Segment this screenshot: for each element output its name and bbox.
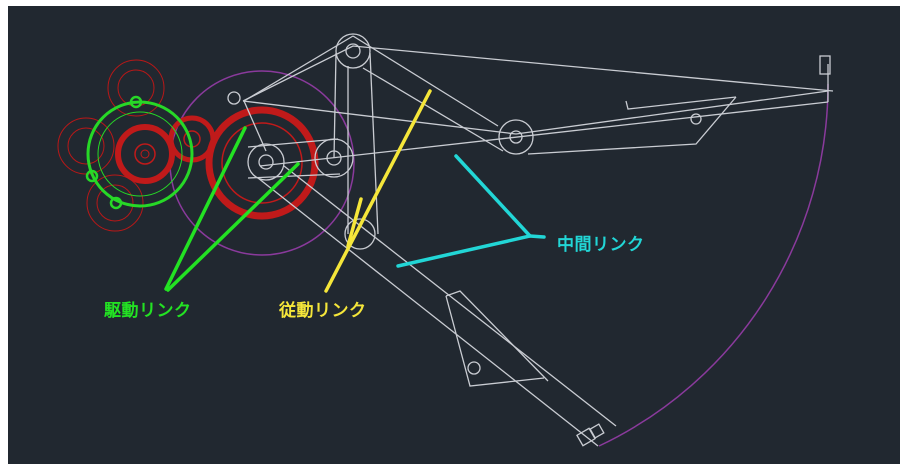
purple-swing-arc <box>598 83 829 447</box>
drive-link-label: 駆動リンク <box>104 301 192 321</box>
red-planet-gears <box>57 59 165 232</box>
drive-link-pointer-lines <box>164 126 300 292</box>
driven-link-pointer-lines <box>324 89 432 293</box>
linkage-linework <box>227 33 834 447</box>
cad-drawing-canvas: 駆動リンク 従動リンク 中間リンク <box>8 6 900 464</box>
middle-link-label: 中間リンク <box>557 235 645 255</box>
driven-link-label: 従動リンク <box>279 301 367 321</box>
mechanism-drawing <box>57 33 834 447</box>
middle-link-pointer-lines <box>396 154 546 268</box>
green-sun-gear <box>85 95 194 210</box>
red-center-gear <box>115 124 175 184</box>
